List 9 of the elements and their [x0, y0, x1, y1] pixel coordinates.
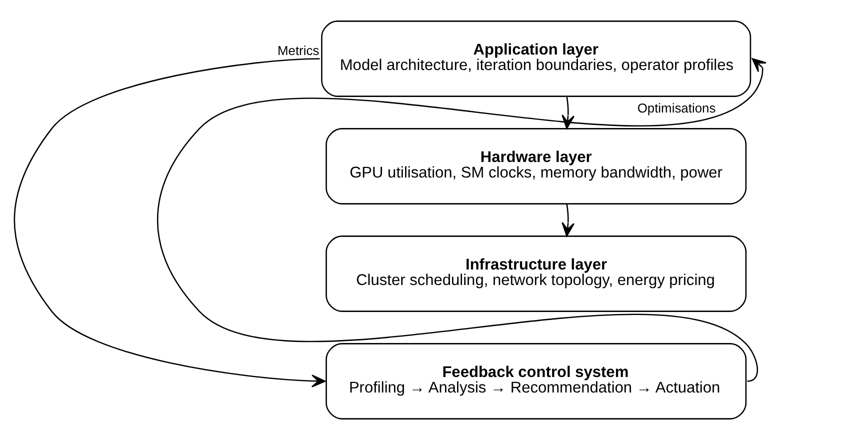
node-box: Feedback control system Profiling → Analysis → Recommendation → Actuation [325, 342, 746, 419]
arrow [13, 58, 326, 387]
arrow [561, 204, 574, 236]
edge-label: Optimisations [636, 100, 716, 116]
node-box: Infrastructure layer Cluster scheduling, network topology, energy pricing [325, 235, 746, 312]
node-box: Hardware layer GPU utilisation, SM clocks, memory bandwidth, power [325, 128, 746, 204]
node-box: Application layer Model architecture, iteration boundaries, operator profiles [320, 20, 751, 96]
arrow [156, 58, 766, 382]
edge-label: Metrics [276, 42, 319, 58]
